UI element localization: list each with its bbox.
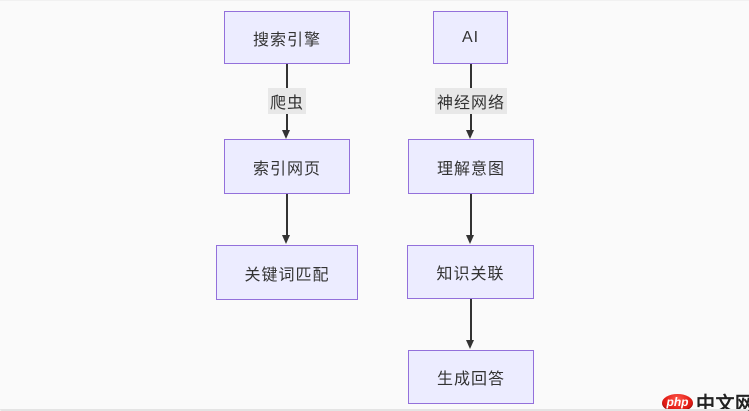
node-knowledge-link: 知识关联 <box>407 245 534 299</box>
node-ai: AI <box>433 11 508 64</box>
node-keyword-match: 关键词匹配 <box>216 245 358 300</box>
edge-label-crawler: 爬虫 <box>267 88 307 114</box>
watermark-site-name: 中文网 <box>696 394 749 411</box>
page-bottom-divider <box>0 409 749 411</box>
arrowhead-icon <box>466 130 474 139</box>
node-search-engine: 搜索引擎 <box>224 11 350 64</box>
arrowhead-icon <box>466 235 474 244</box>
edge-intent-to-knowledge <box>470 194 472 235</box>
edge-label-neural-network: 神经网络 <box>434 88 508 114</box>
node-index-pages: 索引网页 <box>224 139 350 194</box>
edge-index-to-keyword <box>286 194 288 235</box>
node-generate-answer: 生成回答 <box>408 350 534 404</box>
arrowhead-icon <box>282 235 290 244</box>
arrowhead-icon <box>466 340 474 349</box>
php-logo-icon: php <box>662 393 693 411</box>
arrowhead-icon <box>282 130 290 139</box>
node-understand-intent: 理解意图 <box>408 139 534 194</box>
watermark: php 中文网 <box>662 389 749 411</box>
edge-knowledge-to-answer <box>470 299 472 340</box>
